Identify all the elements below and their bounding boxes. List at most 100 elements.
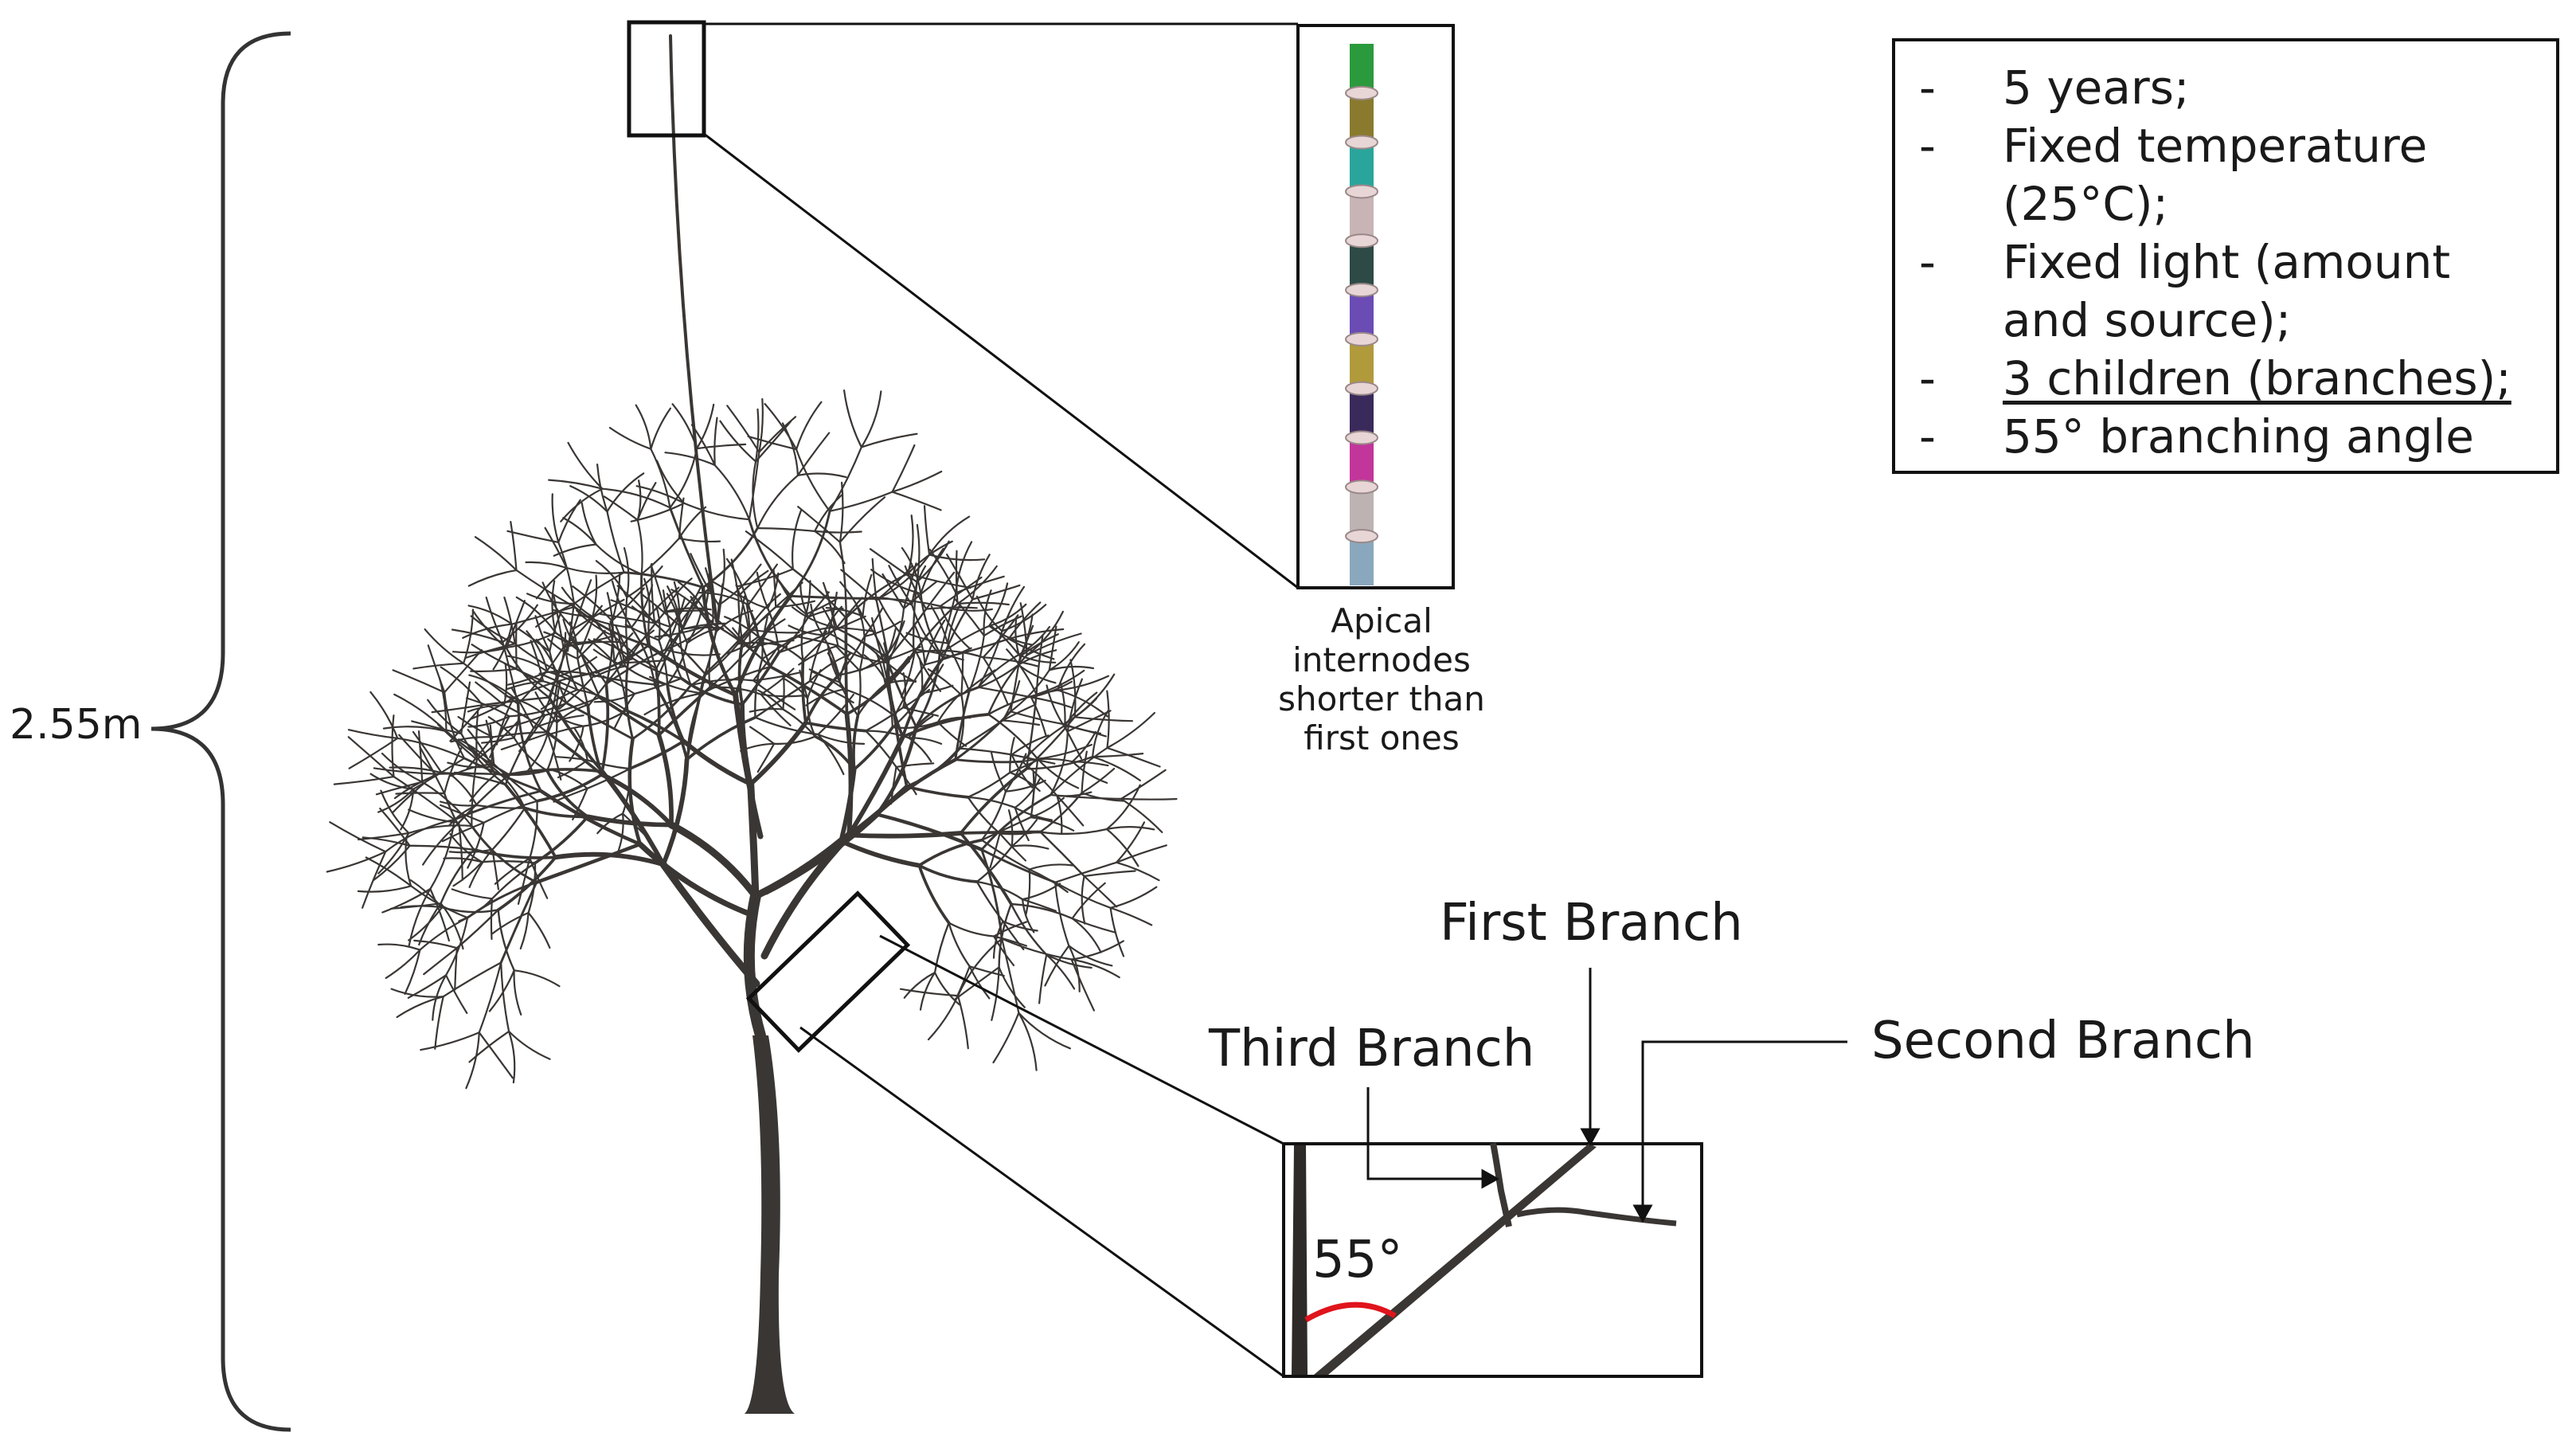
tree-branch [1017, 649, 1057, 666]
tree-branch [827, 632, 866, 660]
tree-branch [785, 626, 836, 642]
tree-branch [664, 648, 721, 656]
tree-branch [678, 497, 685, 539]
tree-branch [782, 677, 809, 699]
tree-branch [1105, 828, 1139, 867]
tree-branch [547, 695, 604, 773]
tree-branch [1068, 945, 1113, 967]
tree-branch [752, 460, 759, 530]
tree-branch [891, 444, 916, 493]
tree-branch [902, 706, 939, 717]
internode-segment [1350, 92, 1374, 143]
tree-branch [1018, 653, 1057, 663]
tree-branch [992, 920, 1004, 959]
tree-branch [412, 730, 443, 774]
tree-branch [914, 648, 942, 692]
tree-branch [445, 917, 469, 977]
tree-branch [980, 816, 1032, 841]
tree-branch [905, 632, 949, 644]
tree-branch [913, 649, 984, 659]
tree-branch [860, 432, 918, 448]
tree-branch [955, 550, 959, 605]
tree-branch [1070, 958, 1120, 979]
tree-branch [916, 523, 921, 583]
tree-branch [992, 1012, 1020, 1064]
tree-branch [630, 502, 686, 523]
tree-branch [814, 530, 846, 565]
tree-branch [390, 988, 444, 998]
tree-branch [605, 620, 614, 685]
branch-zoom-box [745, 890, 911, 1053]
tree-branch [420, 1031, 480, 1051]
tree-branch [1068, 945, 1081, 992]
tree-branch [1120, 769, 1167, 800]
tree-branch [444, 746, 463, 795]
tree-branch [989, 832, 1001, 868]
tree-branch [1039, 831, 1085, 878]
third-branch-arrow [1366, 1087, 1485, 1180]
tree-branch [1120, 797, 1178, 800]
tree-branch [659, 860, 760, 988]
tree-branch [636, 519, 643, 575]
tree-branch [902, 562, 917, 610]
tree-branch [817, 734, 845, 776]
tree-branch [491, 862, 537, 900]
tree-branch [1019, 633, 1059, 658]
tree-branch [1022, 898, 1057, 912]
internode-node [1345, 529, 1378, 544]
tree-branch [470, 615, 516, 645]
tree-branch [1106, 746, 1161, 768]
tree-branch [833, 626, 889, 660]
tree-branch [568, 635, 615, 644]
tree-branch [857, 670, 862, 717]
tree-branch [546, 732, 562, 781]
tree-branch [954, 710, 1012, 761]
tree-branch [552, 769, 588, 789]
tree-branch [959, 830, 1042, 835]
tree-branch [444, 691, 466, 760]
tree-branch [1021, 724, 1066, 763]
tree-branch [577, 657, 589, 707]
tree-branch [475, 708, 479, 761]
tree-branch [775, 600, 816, 609]
tree-branch [917, 838, 983, 867]
tree-branch [690, 679, 755, 687]
tree-branch [747, 563, 778, 606]
tree-branch [326, 851, 387, 873]
tree-branch [1062, 723, 1082, 760]
tree-branch [875, 652, 886, 685]
tree-branch [737, 613, 771, 645]
tree-branch [381, 887, 432, 914]
apical-caption: Apical internodes shorter than first one… [1230, 601, 1533, 757]
height-label: 2.55m [10, 701, 143, 749]
tree-branch [805, 688, 846, 706]
tree-branch [463, 757, 542, 793]
tree-branch [424, 628, 465, 664]
tree-branch [980, 848, 1057, 884]
tree-branch [513, 969, 561, 988]
tree-branch [1014, 806, 1030, 842]
tree-branch [471, 644, 518, 670]
tree-branch [1116, 844, 1167, 863]
second-branch-label: Second Branch [1871, 1012, 2255, 1070]
tree-branch [1106, 690, 1110, 750]
tree-branch [573, 728, 588, 761]
tree-branch [655, 667, 661, 737]
tree-branch [348, 737, 399, 769]
tree-branch [534, 615, 551, 653]
tree-branch [948, 922, 995, 937]
branch-zoom-line-top [879, 934, 1284, 1145]
tree-branch [1054, 861, 1118, 883]
tree-branch [504, 783, 557, 859]
tree-branch [955, 541, 973, 594]
tree-branch [623, 571, 705, 589]
tree-branch [993, 921, 1028, 937]
tree-branch [930, 605, 949, 644]
tree-branch [478, 1031, 514, 1079]
tree-branch [357, 885, 412, 893]
tree-branch [987, 713, 1039, 761]
tree-branch [683, 502, 750, 521]
tree-branch [614, 692, 636, 729]
tree-branch [669, 625, 682, 679]
tree-branch [375, 781, 424, 796]
